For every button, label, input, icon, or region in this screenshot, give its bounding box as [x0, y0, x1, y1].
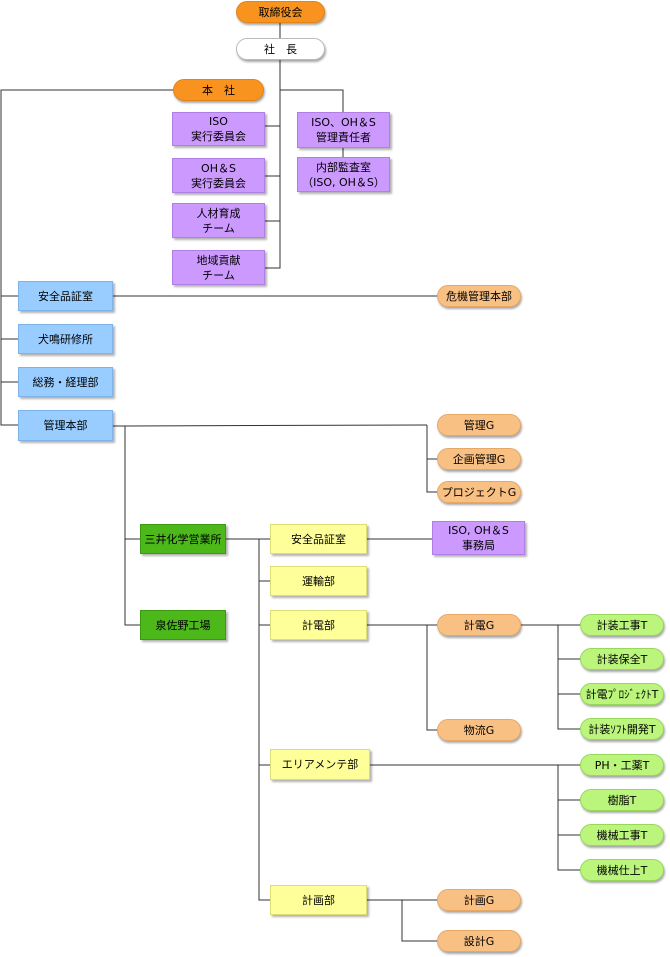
headquarters-label: 本 社	[202, 83, 235, 97]
instrument-dept-box: 計電部	[270, 610, 367, 640]
general-affairs-box: 総務・経理部	[18, 367, 113, 397]
board-of-directors-label: 取締役会	[258, 5, 303, 19]
ph-chem-t-label: PH・工薬T	[594, 758, 650, 772]
iso-manager-label: ISO、OH＆S 管理責任者	[311, 116, 376, 144]
ph-chem-t-box: PH・工薬T	[580, 754, 664, 776]
inst-construction-t-label: 計装工事T	[596, 618, 648, 632]
management-hq-box: 管理本部	[18, 410, 113, 441]
design-g-label: 設計G	[463, 934, 495, 948]
mgmt-g-label: 管理G	[463, 418, 495, 432]
resin-t-label: 樹脂T	[607, 793, 637, 807]
general-affairs-label: 総務・経理部	[32, 375, 99, 389]
mitsui-office-label: 三井化学営業所	[144, 532, 222, 546]
project-g-box: プロジェクトG	[437, 481, 521, 503]
planning-mgmt-g-label: 企画管理G	[452, 452, 506, 466]
mgmt-g-box: 管理G	[437, 414, 521, 436]
keiden-project-t-box: 計電ﾌﾟﾛｼﾞｪｸﾄT	[580, 683, 664, 705]
izumisano-plant-label: 泉佐野工場	[155, 618, 211, 632]
resin-t-box: 樹脂T	[580, 789, 664, 811]
izumisano-plant-box: 泉佐野工場	[140, 610, 226, 640]
mech-construction-t-box: 機械工事T	[580, 824, 664, 846]
transport-dept-box: 運輸部	[270, 566, 367, 596]
iso-secretariat-box: ISO, OH＆S 事務局	[432, 521, 525, 555]
headquarters-box: 本 社	[173, 79, 264, 101]
keiden-g-label: 計電G	[463, 618, 495, 632]
community-team-label: 地域貢献 チーム	[196, 253, 241, 282]
management-hq-label: 管理本部	[43, 419, 88, 432]
planning-dept-box: 計画部	[270, 885, 367, 915]
logistics-g-box: 物流G	[437, 719, 521, 741]
area-maint-dept-label: エリアメンテ部	[281, 758, 359, 771]
inst-software-t-box: 計装ｿﾌﾄ開発T	[580, 718, 664, 740]
hr-team-box: 人材育成 チーム	[172, 203, 265, 238]
safety-office-2-label: 安全品証室	[291, 532, 346, 546]
design-g-box: 設計G	[437, 930, 521, 952]
mitsui-office-box: 三井化学営業所	[140, 524, 226, 554]
safety-office-2-box: 安全品証室	[270, 524, 367, 554]
inst-software-t-label: 計装ｿﾌﾄ開発T	[588, 722, 656, 736]
logistics-g-label: 物流G	[463, 723, 495, 737]
training-center-label: 犬鳴研修所	[38, 332, 93, 346]
training-center-box: 犬鳴研修所	[18, 324, 113, 354]
audit-office-label: 内部監査室 （ISO, OH＆S）	[302, 160, 385, 189]
audit-office-box: 内部監査室 （ISO, OH＆S）	[297, 157, 390, 192]
iso-committee-box: ISO 実行委員会	[172, 112, 265, 146]
board-of-directors-box: 取締役会	[236, 1, 325, 23]
safety-office-label: 安全品証室	[38, 289, 93, 303]
ohs-committee-label: OH＆S 実行委員会	[191, 161, 246, 190]
inst-construction-t-box: 計装工事T	[580, 614, 664, 636]
mech-finishing-t-label: 機械仕上T	[596, 863, 648, 877]
mech-finishing-t-box: 機械仕上T	[580, 859, 664, 881]
hr-team-label: 人材育成 チーム	[196, 206, 241, 235]
keiden-g-box: 計電G	[437, 614, 521, 636]
community-team-box: 地域貢献 チーム	[172, 250, 265, 285]
iso-manager-box: ISO、OH＆S 管理責任者	[297, 112, 390, 148]
safety-office-box: 安全品証室	[18, 281, 113, 311]
transport-dept-label: 運輸部	[302, 574, 335, 588]
project-g-label: プロジェクトG	[441, 485, 517, 499]
crisis-hq-label: 危機管理本部	[446, 289, 512, 303]
planning-mgmt-g-box: 企画管理G	[437, 448, 521, 470]
ohs-committee-box: OH＆S 実行委員会	[172, 158, 265, 193]
planning-dept-label: 計画部	[302, 893, 335, 907]
inst-maintenance-t-label: 計装保全T	[596, 652, 648, 666]
mech-construction-t-label: 機械工事T	[596, 828, 648, 842]
area-maint-dept-box: エリアメンテ部	[270, 749, 370, 780]
keiden-project-t-label: 計電ﾌﾟﾛｼﾞｪｸﾄT	[585, 687, 659, 701]
president-box: 社 長	[236, 38, 325, 60]
keikaku-g-label: 計画G	[463, 893, 495, 907]
iso-committee-label: ISO 実行委員会	[191, 115, 246, 143]
instrument-dept-label: 計電部	[302, 618, 335, 632]
keikaku-g-box: 計画G	[437, 889, 521, 911]
iso-secretariat-label: ISO, OH＆S 事務局	[448, 524, 509, 552]
inst-maintenance-t-box: 計装保全T	[580, 648, 664, 670]
crisis-hq-box: 危機管理本部	[437, 285, 521, 307]
president-label: 社 長	[264, 42, 297, 56]
